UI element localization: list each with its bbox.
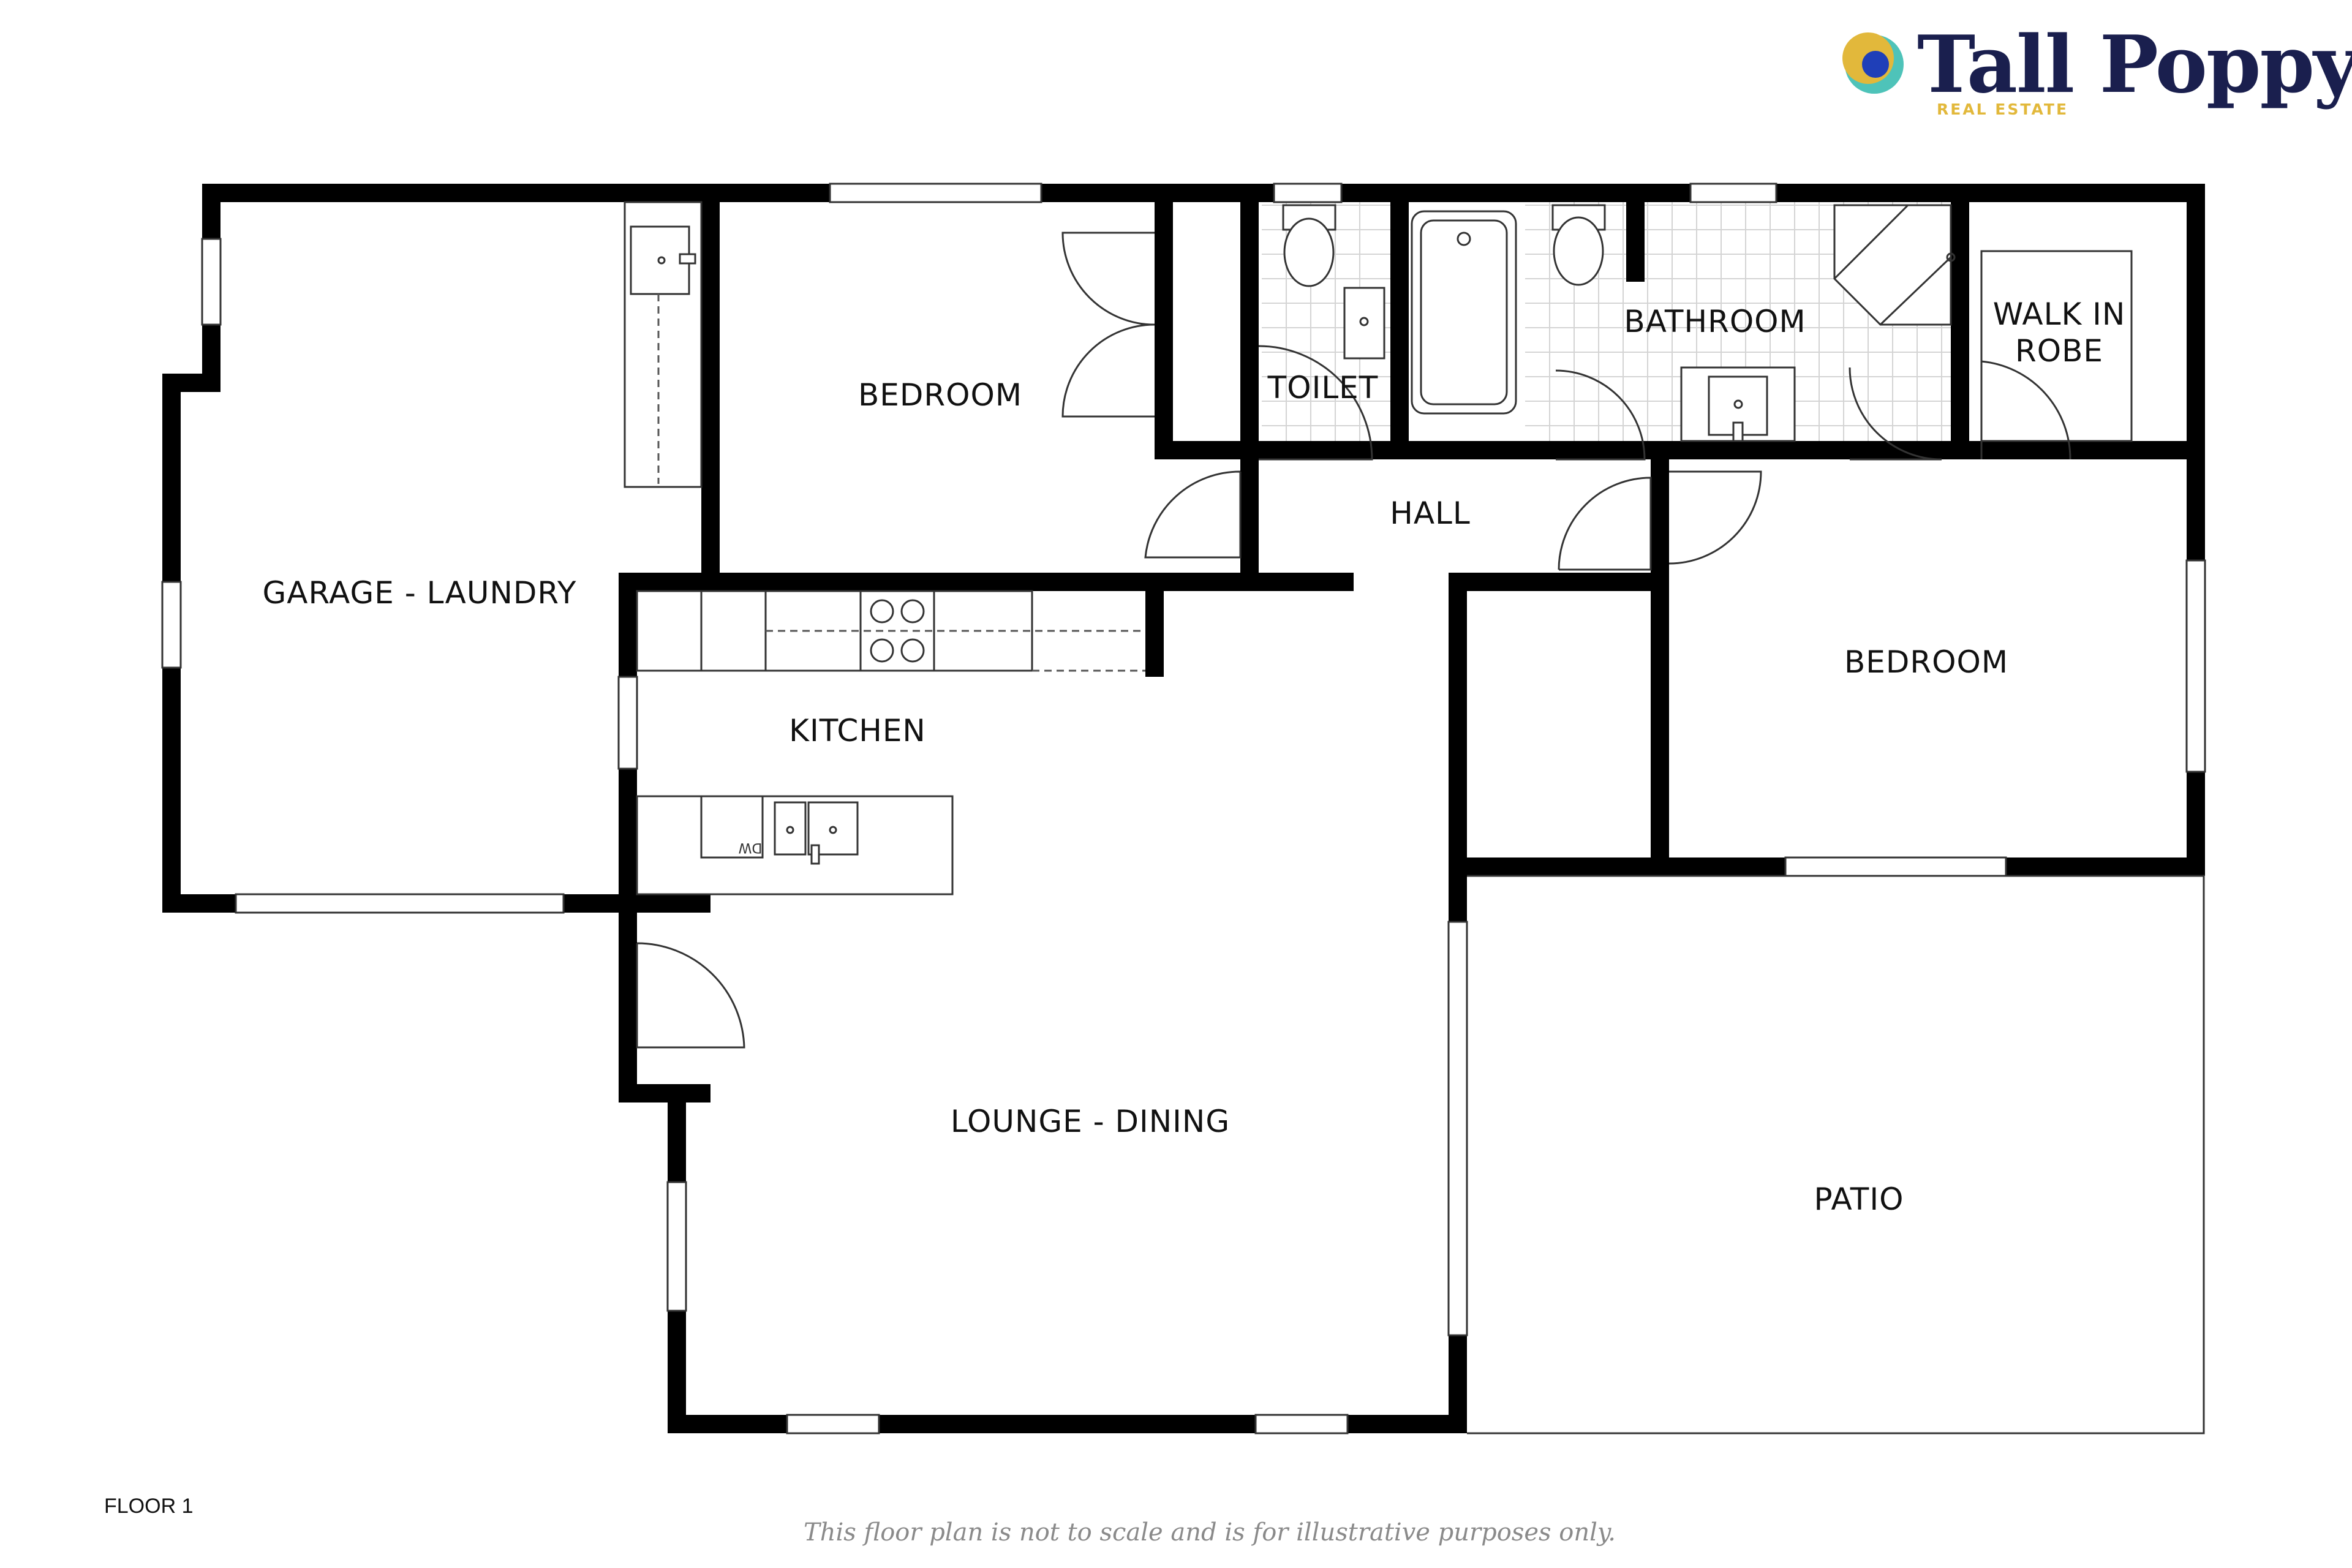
logo-tagline: REAL ESTATE	[1937, 100, 2068, 118]
logo-circle-blue	[1862, 51, 1889, 78]
logo-wordmark: Tall Poppy	[1917, 19, 2352, 111]
lounge-dining-label: LOUNGE - DINING	[951, 1104, 1230, 1139]
garage-laundry-label: GARAGE - LAUNDRY	[263, 575, 577, 611]
doors	[636, 232, 2071, 1049]
windows	[161, 183, 2206, 1434]
kitchen-label: KITCHEN	[789, 713, 926, 748]
bedroom-2-label: BEDROOM	[1844, 644, 2008, 680]
walk-in-robe-label-line1: WALK IN	[1993, 296, 2126, 332]
patio-label: PATIO	[1814, 1182, 1904, 1217]
walk-in-robe-label-line2: ROBE	[2015, 333, 2103, 369]
dishwasher-label: DW	[738, 840, 762, 855]
fixtures	[624, 201, 2133, 895]
toilet-label: TOILET	[1267, 370, 1379, 405]
patio-outline	[1467, 875, 2205, 1434]
bathroom-label: BATHROOM	[1624, 304, 1806, 339]
hall-label: HALL	[1390, 496, 1471, 531]
tall-poppy-logo: Tall Poppy REAL ESTATE	[1842, 19, 2352, 118]
walls	[162, 184, 2205, 1433]
disclaimer: This floor plan is not to scale and is f…	[804, 1518, 1616, 1547]
bedroom-1-label: BEDROOM	[858, 377, 1022, 413]
floor-label: FLOOR 1	[104, 1494, 193, 1518]
